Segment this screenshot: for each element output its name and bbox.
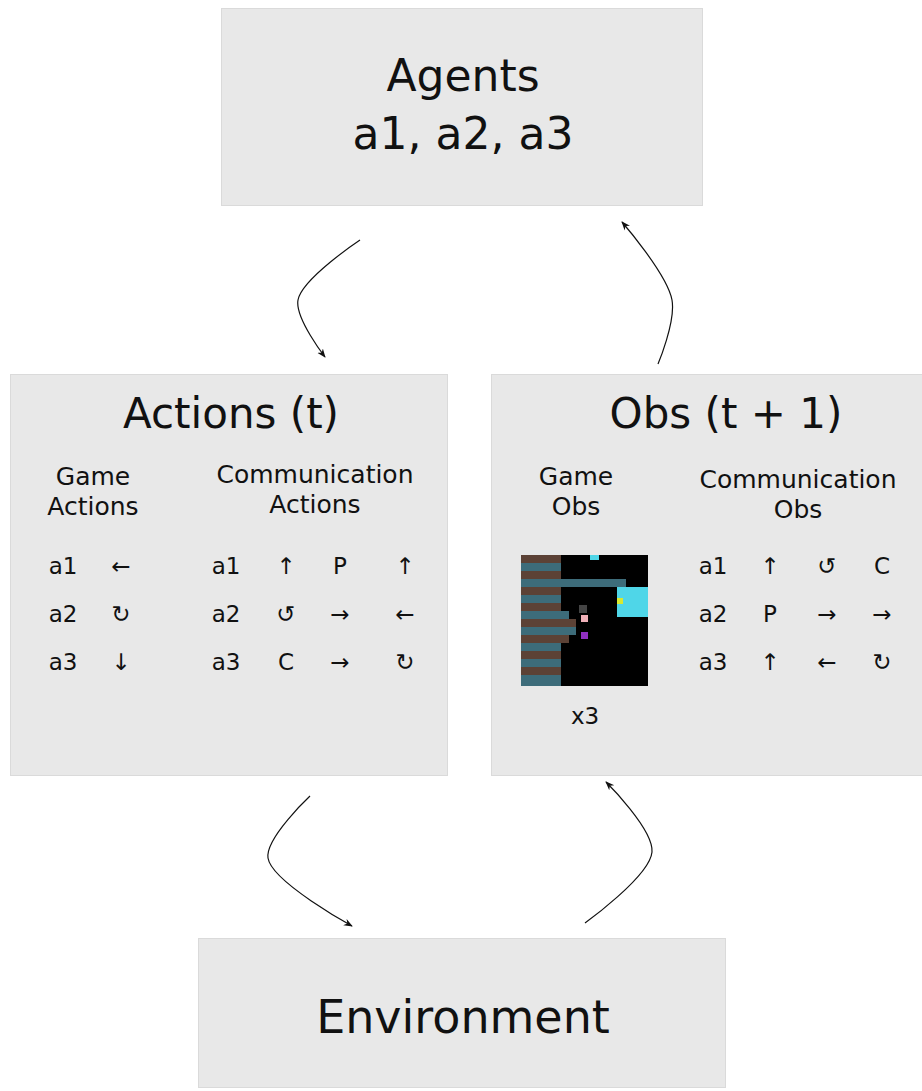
table-cell: a1 (212, 554, 241, 579)
table-cell: a3 (212, 650, 241, 675)
table-cell: ← (395, 602, 414, 627)
table-cell: a2 (49, 602, 78, 627)
table-cell: a1 (699, 554, 728, 579)
table-cell: ↺ (276, 602, 295, 627)
table-cell: ↑ (760, 554, 779, 579)
table-cell: ↻ (872, 650, 891, 675)
table-cell: → (330, 650, 349, 675)
table-cell: → (817, 602, 836, 627)
table-cell: ↑ (760, 650, 779, 675)
table-cell: ↺ (817, 554, 836, 579)
table-cell: C (278, 650, 294, 675)
box-heading: Game Actions (33, 462, 153, 522)
table-cell: ← (111, 554, 130, 579)
box-title: Agents (233, 50, 693, 103)
table-cell: P (763, 602, 777, 627)
table-cell: ← (817, 650, 836, 675)
table-cell: a3 (699, 650, 728, 675)
table-cell: ↻ (111, 602, 130, 627)
box-heading: Communication Actions (190, 460, 440, 520)
table-cell: a2 (699, 602, 728, 627)
multiplier-label: x3 (571, 704, 599, 729)
box-title: Actions (t) (21, 389, 441, 439)
box-title: Environment (208, 990, 718, 1045)
box-heading: a1, a2, a3 (233, 108, 693, 161)
flow-arrow (585, 782, 652, 923)
box-heading: Game Obs (521, 462, 631, 522)
box-heading: Communication Obs (673, 465, 922, 525)
table-cell: ↑ (395, 554, 414, 579)
box-title: Obs (t + 1) (516, 389, 922, 439)
table-cell: a1 (49, 554, 78, 579)
table-cell: C (874, 554, 890, 579)
table-cell: ↑ (276, 554, 295, 579)
table-cell: → (330, 602, 349, 627)
flow-arrow (298, 240, 360, 357)
process-box: Environment (198, 938, 726, 1088)
table-cell: a2 (212, 602, 241, 627)
table-cell: → (872, 602, 891, 627)
table-cell: P (333, 554, 347, 579)
game-observation-image (521, 555, 648, 686)
table-cell: ↻ (395, 650, 414, 675)
table-cell: ↓ (111, 650, 130, 675)
flow-arrow (622, 222, 673, 364)
flow-arrow (268, 796, 352, 926)
process-box: Agentsa1, a2, a3 (221, 8, 703, 206)
table-cell: a3 (49, 650, 78, 675)
